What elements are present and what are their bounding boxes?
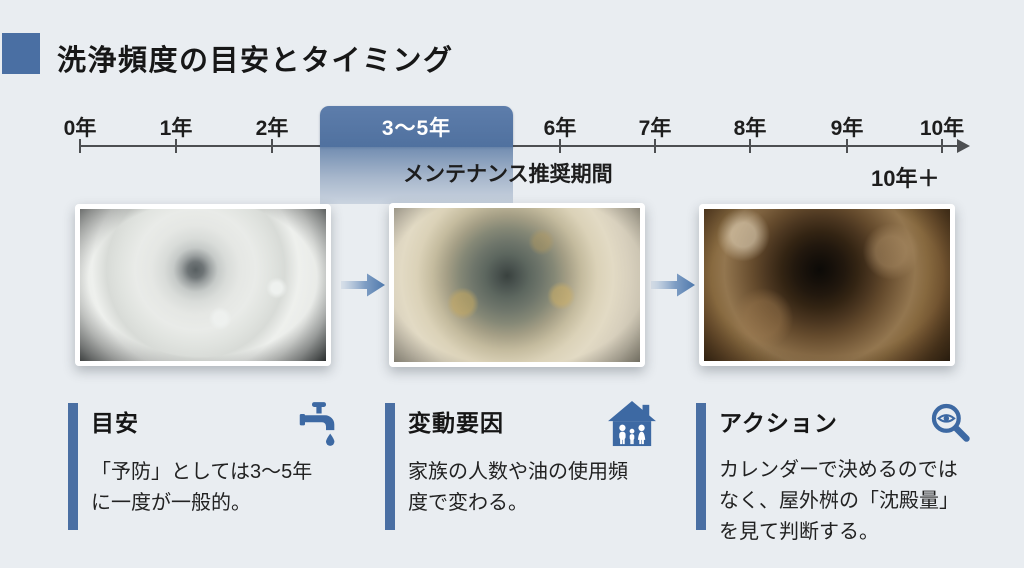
timeline-highlight-label: 3〜5年 bbox=[381, 116, 452, 140]
accent-bar bbox=[68, 403, 78, 530]
timeline-tick-2y bbox=[271, 139, 273, 153]
timeline-label-6y: 6年 bbox=[543, 117, 577, 140]
timeline-tick-6y bbox=[559, 139, 561, 153]
magnifier-eye-icon bbox=[931, 403, 970, 442]
timeline-label-0y: 0年 bbox=[63, 117, 97, 140]
timeline-label-10y: 10年 bbox=[919, 117, 965, 140]
block-heading: 変動要因 bbox=[408, 410, 504, 436]
page-title: 洗浄頻度の目安とタイミング bbox=[57, 45, 454, 77]
flow-arrow-icon bbox=[341, 273, 385, 297]
timeline-highlight-gradient bbox=[320, 147, 513, 204]
timeline-tick-7y bbox=[654, 139, 656, 153]
photo-pipe-interior-heavy bbox=[699, 204, 955, 366]
timeline-label-9y: 9年 bbox=[830, 117, 864, 140]
accent-bar bbox=[696, 403, 706, 530]
info-block-action: アクション カレンダーで決めるのでは なく、屋外桝の「沈殿量」 を見て判断する。 bbox=[696, 403, 972, 548]
timeline-axis bbox=[80, 145, 960, 147]
timeline-tick-0y bbox=[79, 139, 81, 153]
timeline-label-7y: 7年 bbox=[638, 117, 672, 140]
accent-bar bbox=[385, 403, 395, 530]
info-block-variables: 変動要因 bbox=[385, 401, 657, 530]
house-family-icon bbox=[608, 401, 656, 447]
timeline-tick-8y bbox=[749, 139, 751, 153]
maintenance-period-label: メンテナンス推奨期間 bbox=[403, 163, 613, 186]
block-body: 家族の人数や油の使用頻 度で変わる。 bbox=[408, 461, 628, 514]
block-body: カレンダーで決めるのでは なく、屋外桝の「沈殿量」 を見て判断する。 bbox=[719, 459, 959, 543]
timeline-tick-1y bbox=[175, 139, 177, 153]
block-heading: 目安 bbox=[91, 410, 139, 436]
timeline-end-label: 10年＋ bbox=[871, 166, 940, 191]
info-block-guideline: 目安 「予防」としては3〜5年 に一度が一般的。 bbox=[68, 402, 340, 530]
block-heading: アクション bbox=[719, 410, 838, 436]
photo-pipe-interior-moderate bbox=[389, 203, 645, 367]
block-body: 「予防」としては3〜5年 に一度が一般的。 bbox=[91, 461, 313, 514]
timeline-tick-9y bbox=[846, 139, 848, 153]
timeline-tick-10y bbox=[941, 139, 943, 153]
timeline-label-1y: 1年 bbox=[159, 117, 193, 140]
timeline-label-8y: 8年 bbox=[733, 117, 767, 140]
timeline-highlight-range: 3〜5年 bbox=[320, 106, 513, 147]
photo-pipe-interior-clean bbox=[75, 204, 331, 366]
faucet-icon bbox=[299, 402, 335, 446]
timeline-arrowhead-icon bbox=[957, 139, 970, 153]
title-accent-square bbox=[2, 33, 40, 74]
timeline-label-2y: 2年 bbox=[255, 117, 289, 140]
flow-arrow-icon bbox=[651, 273, 695, 297]
